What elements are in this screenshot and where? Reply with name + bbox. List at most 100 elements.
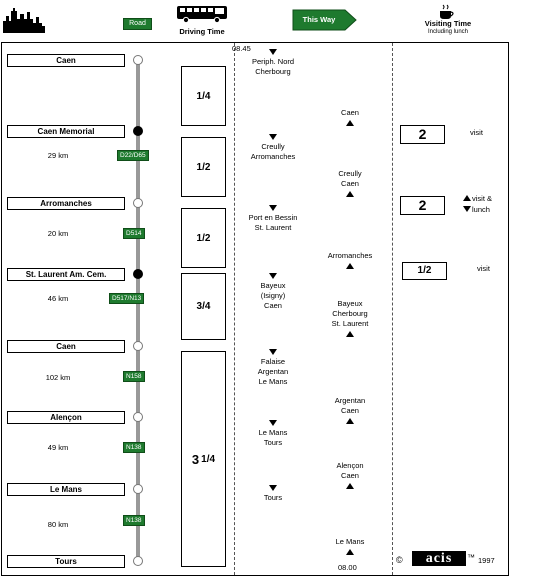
stop-marker bbox=[133, 55, 143, 65]
return-waypoint: Alençon Caen bbox=[305, 461, 395, 489]
waypoint-line: Tours bbox=[263, 493, 283, 502]
up-arrow-icon bbox=[346, 120, 354, 126]
route-line bbox=[136, 60, 140, 562]
return-waypoint: Bayeux Cherbourg St. Laurent bbox=[305, 299, 395, 337]
driving-time-box: 3/4 bbox=[181, 273, 226, 340]
segment-distance: 20 km bbox=[47, 229, 69, 238]
outbound-waypoint: Tours bbox=[228, 485, 318, 503]
down-arrow-icon bbox=[269, 420, 277, 426]
driving-time-fraction: 3/4 bbox=[196, 301, 211, 312]
including-lunch-note: Including lunch bbox=[427, 29, 469, 35]
waypoint-line: Caen bbox=[341, 471, 359, 480]
road-number-badge: D514 bbox=[123, 228, 145, 239]
return-waypoint: Argentan Caen bbox=[305, 396, 395, 424]
stop-label: Le Mans bbox=[7, 483, 125, 496]
visit-note-text: lunch bbox=[472, 205, 490, 214]
outbound-waypoint: Port en Bessin St. Laurent bbox=[228, 205, 318, 233]
up-arrow-icon bbox=[463, 195, 471, 201]
down-arrow-icon bbox=[269, 205, 277, 211]
this-way-label: This Way bbox=[302, 15, 336, 24]
up-arrow-icon bbox=[346, 418, 354, 424]
driving-time-header: Driving Time bbox=[179, 27, 225, 36]
waypoint-line: Port en Bessin bbox=[248, 213, 298, 222]
waypoint-line: Le Mans bbox=[258, 428, 288, 437]
waypoint-line: Creully bbox=[261, 142, 285, 151]
visit-note: visit bbox=[470, 128, 483, 137]
visiting-time-header: Visiting Time bbox=[424, 19, 472, 28]
stop-label: Tours bbox=[7, 555, 125, 568]
outbound-waypoint: Creully Arromanches bbox=[228, 134, 318, 162]
stop-label: Caen bbox=[7, 54, 125, 67]
down-arrow-icon bbox=[269, 485, 277, 491]
trademark-symbol: ™ bbox=[467, 553, 475, 562]
down-arrow-icon bbox=[269, 134, 277, 140]
coffee-cup-icon bbox=[440, 4, 454, 19]
up-arrow-icon bbox=[346, 483, 354, 489]
visit-note-line: lunch bbox=[463, 204, 492, 215]
outbound-waypoint: Periph. Nord Cherbourg bbox=[228, 49, 318, 77]
waypoint-line: Argentan bbox=[334, 396, 366, 405]
waypoint-line: Le Mans bbox=[335, 537, 365, 546]
up-arrow-icon bbox=[346, 331, 354, 337]
visit-note: visit bbox=[477, 264, 490, 273]
stop-marker bbox=[133, 484, 143, 494]
waypoint-line: (Isigny) bbox=[260, 291, 286, 300]
waypoint-line: Arromanches bbox=[250, 152, 296, 161]
column-divider bbox=[234, 43, 235, 575]
road-number-badge: D22/D65 bbox=[117, 150, 149, 161]
waypoint-line: Caen bbox=[341, 406, 359, 415]
visit-time-box: 2 bbox=[400, 125, 445, 144]
road-number-badge: N138 bbox=[123, 515, 145, 526]
outbound-waypoint: Le Mans Tours bbox=[228, 420, 318, 448]
stop-label: Caen bbox=[7, 340, 125, 353]
copyright-symbol: © bbox=[396, 555, 403, 565]
return-waypoint: Le Mans bbox=[305, 537, 395, 555]
driving-time-box: 1/2 bbox=[181, 208, 226, 268]
waypoint-line: St. Laurent bbox=[331, 319, 369, 328]
stop-label: Alençon bbox=[7, 411, 125, 424]
driving-time-box: 1/2 bbox=[181, 137, 226, 197]
waypoint-line: Caen bbox=[341, 108, 359, 117]
down-arrow-icon bbox=[463, 206, 471, 212]
down-arrow-icon bbox=[269, 273, 277, 279]
city-skyline-icon bbox=[3, 8, 45, 33]
driving-time-fraction: 1/4 bbox=[201, 453, 216, 465]
return-waypoint: Creully Caen bbox=[305, 169, 395, 197]
segment-distance: 46 km bbox=[47, 294, 69, 303]
this-way-arrow-icon bbox=[292, 9, 357, 31]
waypoint-line: Cherbourg bbox=[332, 309, 368, 318]
waypoint-line: Falaise bbox=[260, 357, 286, 366]
segment-distance: 29 km bbox=[47, 151, 69, 160]
return-waypoint: Arromanches bbox=[305, 251, 395, 269]
waypoint-line: Caen bbox=[264, 301, 282, 310]
segment-distance: 80 km bbox=[47, 520, 69, 529]
stop-marker bbox=[133, 126, 143, 136]
driving-time-box: 1/4 bbox=[181, 66, 226, 126]
outbound-waypoint: Falaise Argentan Le Mans bbox=[228, 349, 318, 387]
road-number-badge: D517/N13 bbox=[109, 293, 145, 304]
visit-time-box: 1/2 bbox=[402, 262, 447, 280]
stop-label: Arromanches bbox=[7, 197, 125, 210]
arrival-time: 08.00 bbox=[338, 563, 357, 572]
stop-marker bbox=[133, 412, 143, 422]
up-arrow-icon bbox=[346, 263, 354, 269]
visit-time-box: 2 bbox=[400, 196, 445, 215]
departure-time: 08.45 bbox=[232, 44, 251, 53]
outbound-waypoint: Bayeux (Isigny) Caen bbox=[228, 273, 318, 311]
road-number-badge: N138 bbox=[123, 442, 145, 453]
column-divider bbox=[392, 43, 393, 575]
visit-note: visit & lunch bbox=[463, 193, 492, 215]
stop-label: St. Laurent Am. Cem. bbox=[7, 268, 125, 281]
waypoint-line: Arromanches bbox=[327, 251, 373, 260]
stop-marker bbox=[133, 341, 143, 351]
segment-distance: 102 km bbox=[45, 373, 71, 382]
waypoint-line: Bayeux bbox=[260, 281, 286, 290]
up-arrow-icon bbox=[346, 549, 354, 555]
waypoint-line: Tours bbox=[263, 438, 283, 447]
waypoint-line: Cherbourg bbox=[255, 67, 291, 76]
down-arrow-icon bbox=[269, 49, 277, 55]
stop-label: Caen Memorial bbox=[7, 125, 125, 138]
copyright-year: 1997 bbox=[478, 556, 495, 565]
road-badge: Road bbox=[123, 18, 152, 30]
driving-time-fraction: 1/2 bbox=[196, 161, 211, 173]
